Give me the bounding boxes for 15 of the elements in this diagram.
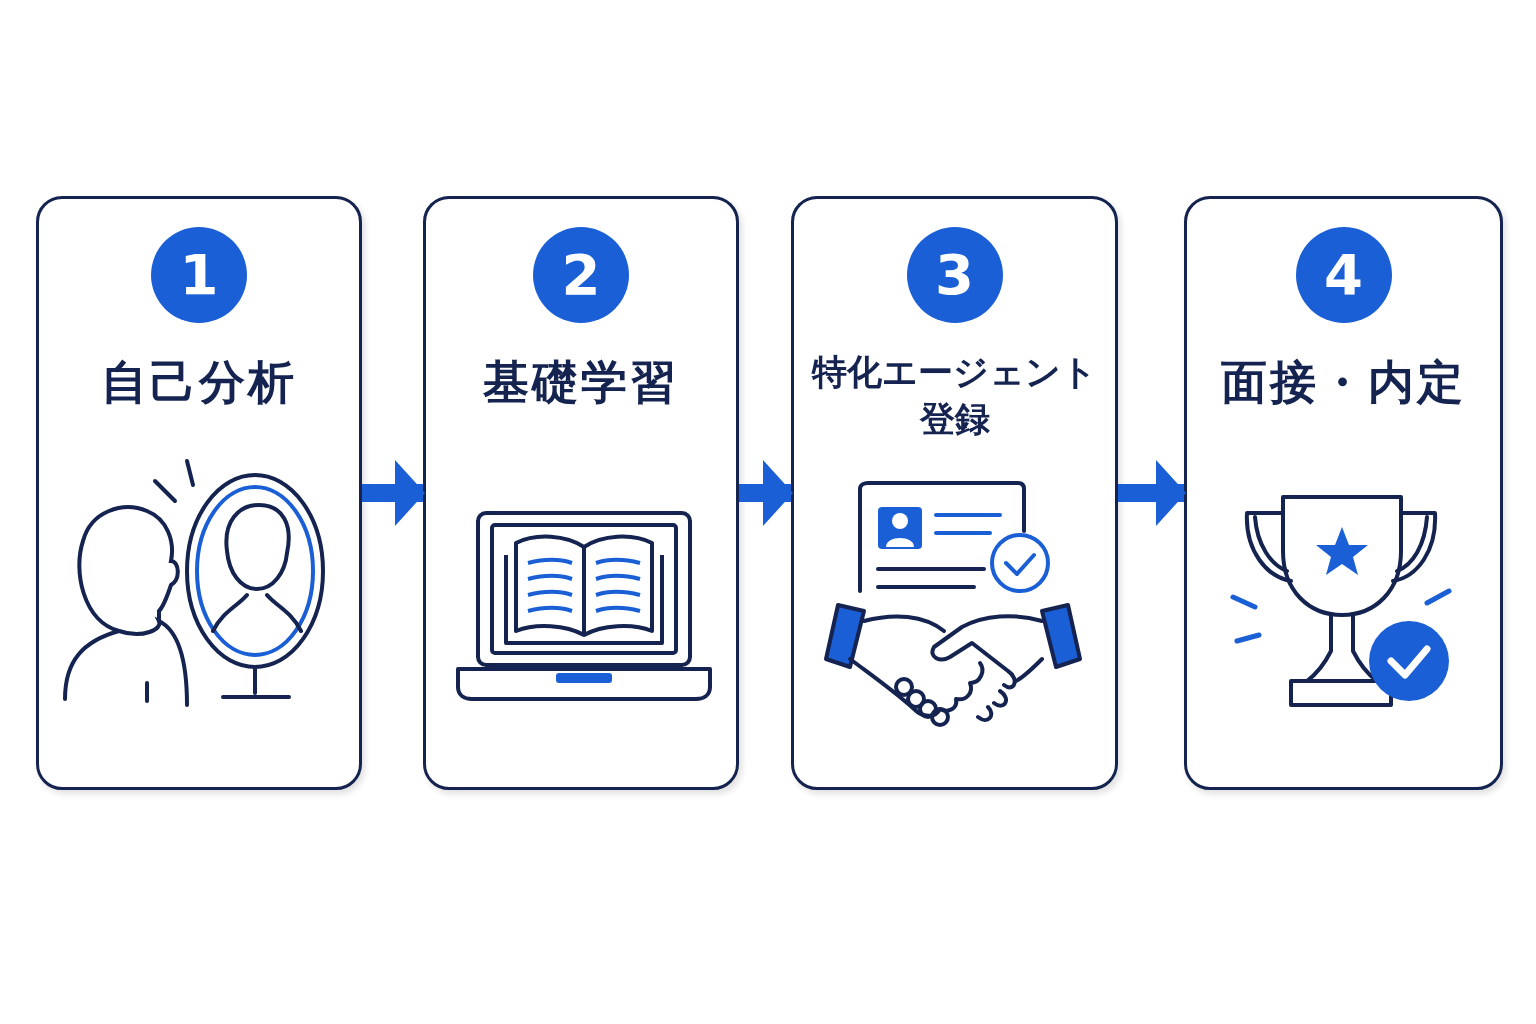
step-card [423,196,739,790]
arrow [362,460,425,526]
step-number-badge: 1 [151,227,247,323]
step-number-badge: 3 [906,227,1003,323]
step-title: 特化エージェント登録 [810,351,1098,442]
step-card [36,196,362,790]
arrow [1118,460,1186,526]
step-title: 自己分析 [100,357,298,408]
step-number-badge: 2 [533,227,629,323]
step-card [1184,196,1503,790]
arrow [739,460,793,526]
step-number-badge: 4 [1295,227,1392,323]
step-title: 面接・内定 [1220,357,1467,408]
step-card [791,196,1118,790]
step-title: 基礎学習 [482,357,680,408]
